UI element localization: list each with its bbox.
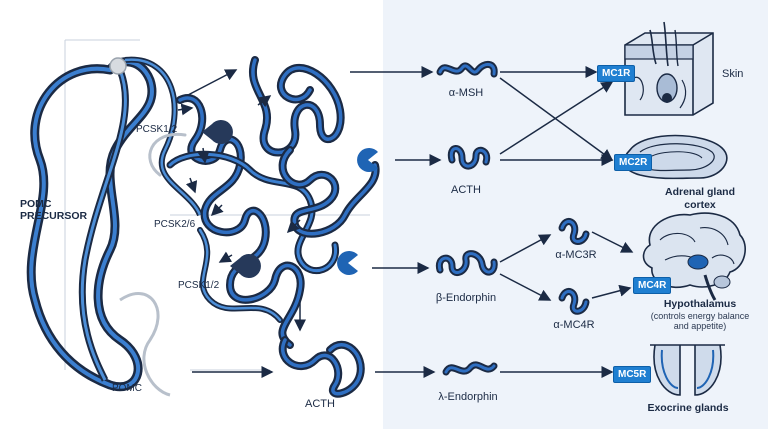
upper-fragment	[253, 60, 341, 153]
cluster-arrows	[178, 70, 300, 330]
label-pcsk2-6: PCSK2/6	[154, 219, 195, 230]
label-pomc-precursor: POMC PRECURSOR	[20, 198, 87, 222]
badge-mc1r: MC1R	[597, 65, 635, 82]
label-skin: Skin	[722, 68, 743, 80]
label-exocrine-glands: Exocrine glands	[647, 402, 728, 414]
enzyme-pcsk-top	[202, 120, 233, 144]
badge-mc5r: MC5R	[613, 366, 651, 383]
label-hypothalamus-note-2: and appetite)	[674, 321, 727, 331]
enzyme-beta	[337, 251, 358, 275]
label-alpha-msh: α-MSH	[449, 87, 483, 99]
label-adrenal-cortex: cortex	[684, 199, 716, 211]
label-hypothalamus-note-1: (controls energy balance	[651, 311, 750, 321]
label-hypothalamus: Hypothalamus	[664, 298, 736, 310]
skin-icon	[625, 22, 713, 115]
badge-mc2r: MC2R	[614, 154, 652, 171]
label-alpha-mc4r: α-MC4R	[553, 319, 594, 331]
label-pomc: POMC	[112, 383, 142, 394]
exocrine-gland-icon	[650, 345, 725, 395]
label-pcsk1-2-mid: PCSK1/2	[178, 280, 219, 291]
label-alpha-mc3r: α-MC3R	[555, 249, 596, 261]
label-adrenal-gland: Adrenal gland	[665, 186, 735, 198]
label-beta-endorphin: β-Endorphin	[436, 292, 496, 304]
label-acth-bottom: ACTH	[305, 398, 335, 410]
acth-bottom-fragment	[283, 340, 361, 394]
label-acth-mid: ACTH	[451, 184, 481, 196]
enzyme-acth	[357, 148, 378, 172]
badge-mc4r: MC4R	[633, 277, 671, 294]
label-lambda-endorphin: λ-Endorphin	[438, 391, 497, 403]
label-pcsk1-2-top: PCSK1/2	[136, 124, 177, 135]
